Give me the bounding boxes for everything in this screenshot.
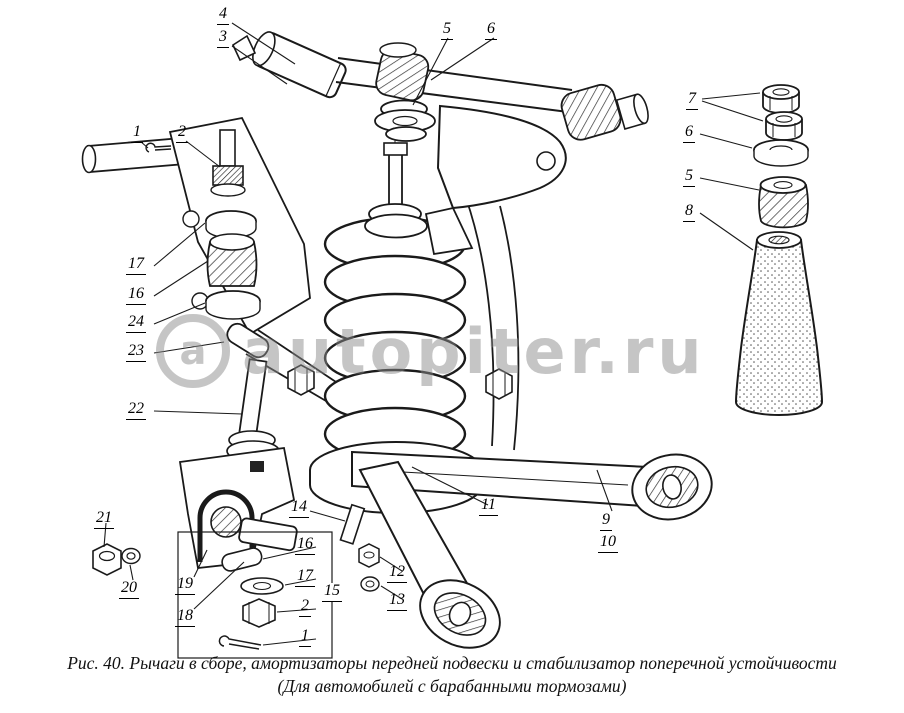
stud-2 bbox=[219, 129, 236, 167]
shock-rod-nut bbox=[383, 142, 408, 156]
callout-9: 9 bbox=[600, 511, 612, 531]
stabilizer-clamp-assembly bbox=[92, 446, 298, 576]
callout-5-top: 5 bbox=[441, 20, 453, 40]
callout-20: 20 bbox=[119, 579, 139, 599]
kit-washer-17 bbox=[240, 577, 284, 595]
callout-3: 3 bbox=[217, 28, 229, 48]
callout-23: 23 bbox=[126, 342, 146, 362]
callout-22: 22 bbox=[126, 400, 146, 420]
callout-2-kit: 2 bbox=[299, 597, 311, 617]
callout-24: 24 bbox=[126, 313, 146, 333]
callout-16-kit: 16 bbox=[295, 535, 315, 555]
callout-1-left: 1 bbox=[131, 123, 143, 143]
callout-2-left: 2 bbox=[176, 123, 188, 143]
callout-19: 19 bbox=[175, 575, 195, 595]
callout-13: 13 bbox=[387, 591, 407, 611]
shaft-bolt-4 bbox=[231, 34, 257, 62]
callout-1-kit: 1 bbox=[299, 627, 311, 647]
rubber-bushing-right bbox=[560, 83, 622, 141]
caption-line-1: Рис. 40. Рычаги в сборе, амортизаторы пе… bbox=[67, 653, 837, 673]
shaft-nut-right bbox=[615, 93, 649, 130]
right-parts-column bbox=[734, 84, 824, 416]
shock-rod bbox=[388, 151, 403, 211]
arm-eye-front bbox=[419, 579, 501, 649]
clamp-19 bbox=[197, 489, 255, 562]
lower-arms bbox=[287, 364, 713, 649]
callout-17-left: 17 bbox=[126, 255, 146, 275]
nut-21 bbox=[92, 543, 122, 576]
stud-14 bbox=[339, 503, 366, 545]
washer-13 bbox=[360, 576, 380, 592]
leader-lines bbox=[103, 22, 764, 646]
callout-16-left: 16 bbox=[126, 285, 146, 305]
rubber-bumper-8 bbox=[734, 239, 824, 416]
pivot-bolt-left bbox=[287, 364, 315, 396]
arm-body bbox=[436, 104, 567, 210]
callout-11: 11 bbox=[479, 496, 498, 516]
callout-15: 15 bbox=[322, 582, 342, 602]
callout-8-right: 8 bbox=[683, 202, 695, 222]
nut-2 bbox=[212, 165, 244, 186]
bar-sleeve-16 bbox=[238, 517, 298, 552]
kit-castle-nut-2 bbox=[242, 598, 276, 628]
rubber-bushing-16 bbox=[206, 241, 258, 287]
callout-5-right: 5 bbox=[683, 167, 695, 187]
washer-20 bbox=[121, 547, 141, 565]
callout-17-kit: 17 bbox=[295, 567, 315, 587]
clamp-plate bbox=[178, 446, 296, 569]
callout-6-top: 6 bbox=[485, 20, 497, 40]
link-rod-22 bbox=[238, 358, 268, 438]
stabilizer-left-assembly bbox=[81, 116, 349, 471]
kit-cotter-pin-1 bbox=[218, 635, 262, 650]
arm-eye-right bbox=[631, 453, 713, 521]
callout-7-right: 7 bbox=[686, 90, 698, 110]
callout-21: 21 bbox=[94, 509, 114, 529]
shock-absorber-top bbox=[364, 140, 428, 239]
cotter-pin-1 bbox=[145, 142, 172, 153]
pivot-shaft-end bbox=[252, 31, 347, 99]
figure-caption: Рис. 40. Рычаги в сборе, амортизаторы пе… bbox=[0, 652, 904, 698]
callout-12: 12 bbox=[387, 563, 407, 583]
caption-line-2: (Для автомобилей с барабанными тормозами… bbox=[277, 676, 627, 697]
callout-18: 18 bbox=[175, 607, 195, 627]
callout-14: 14 bbox=[289, 498, 309, 518]
callout-6-right: 6 bbox=[683, 123, 695, 143]
nut-12 bbox=[358, 543, 380, 568]
pivot-bolt-right bbox=[485, 368, 513, 400]
kit-sleeve-16 bbox=[221, 547, 263, 572]
callout-4: 4 bbox=[217, 5, 229, 25]
stabilizer-bar-end bbox=[87, 137, 187, 173]
steering-knuckle bbox=[465, 197, 520, 451]
bushing-5-right bbox=[758, 184, 809, 229]
upper-control-arm bbox=[231, 31, 649, 256]
callout-10: 10 bbox=[598, 533, 618, 553]
